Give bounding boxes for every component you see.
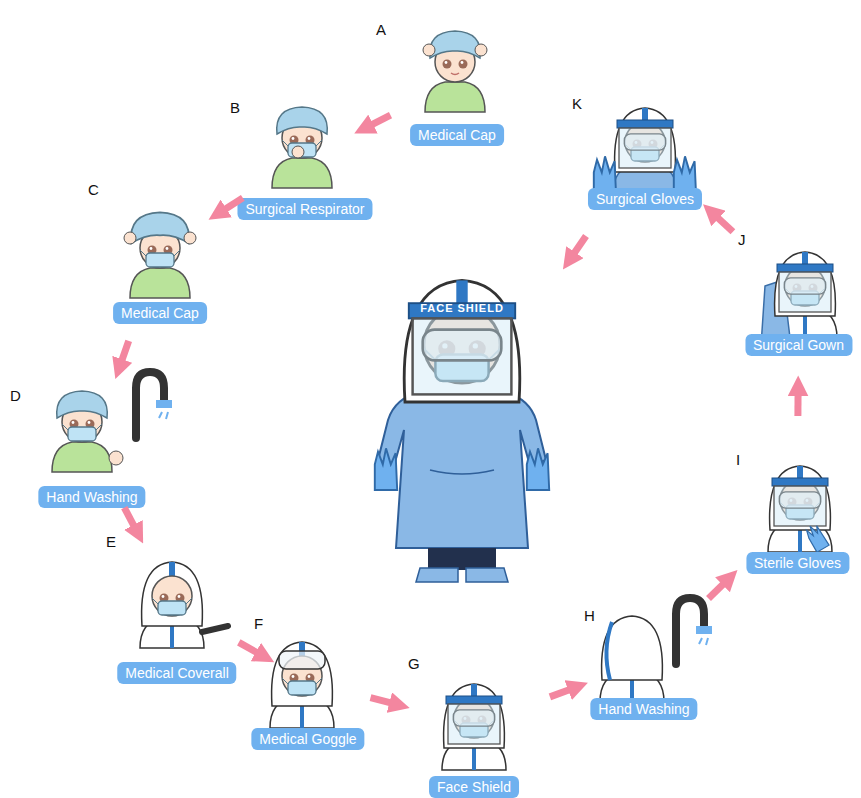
step-letter: A: [376, 22, 386, 38]
flow-arrow: [124, 508, 137, 533]
shoe-cover: [466, 568, 508, 582]
step-letter: C: [88, 182, 99, 198]
step-node: I Sterile Gloves: [734, 448, 861, 574]
flow-arrow: [712, 213, 733, 232]
step-a-illustration: [423, 31, 487, 112]
flow-arrow: [219, 198, 243, 213]
flow-arrow: [570, 236, 586, 259]
step-g-illustration: [442, 684, 506, 770]
step-label: Medical Cap: [410, 124, 504, 146]
shoe-cover: [416, 568, 458, 582]
flow-arrow: [550, 687, 576, 697]
step-letter: E: [106, 534, 116, 550]
step-b-illustration: [272, 107, 332, 188]
step-node: H Hand Washing: [582, 604, 706, 720]
flow-arrow: [239, 642, 263, 656]
faucet: [676, 598, 712, 664]
step-f-illustration: [270, 642, 334, 728]
shield-band-text: FACE SHIELD: [372, 302, 552, 315]
step-label: Medical Goggle: [251, 728, 364, 750]
step-label: Surgical Gloves: [588, 188, 702, 210]
step-label: Sterile Gloves: [746, 552, 849, 574]
step-node: F Medical Goggle: [252, 612, 364, 750]
step-label: Surgical Respirator: [237, 198, 372, 220]
flow-arrow: [371, 698, 398, 705]
step-letter: J: [738, 232, 746, 248]
step-node: B Surgical Respirator: [226, 96, 384, 220]
step-node: K Surgical Gloves: [568, 92, 722, 210]
step-e-illustration: [140, 562, 228, 648]
step-label: Hand Washing: [38, 486, 145, 508]
flow-arrow: [794, 388, 801, 416]
step-letter: B: [230, 100, 240, 116]
step-label: Medical Cap: [113, 302, 207, 324]
step-i-illustration: [768, 466, 832, 552]
glove: [527, 448, 549, 490]
glove: [375, 448, 397, 490]
step-letter: G: [408, 656, 420, 672]
step-letter: D: [10, 388, 21, 404]
faucet: [136, 372, 172, 438]
step-node: A Medical Cap: [372, 18, 542, 146]
step-k-illustration: [594, 108, 696, 198]
trousers: [428, 548, 496, 570]
step-d-illustration: [52, 391, 123, 472]
step-c-illustration: [124, 212, 196, 298]
step-letter: K: [572, 96, 582, 112]
step-node: E Medical Coverall: [104, 532, 250, 684]
flow-arrow: [709, 579, 729, 599]
step-label: Hand Washing: [590, 698, 697, 720]
gown-body: [378, 392, 546, 548]
step-label: Surgical Gown: [745, 334, 852, 356]
step-letter: F: [254, 616, 263, 632]
step-node: G Face Shield: [404, 652, 544, 798]
step-node: J Surgical Gown: [736, 228, 861, 356]
step-label: Medical Coverall: [117, 662, 236, 684]
flow-arrow: [366, 115, 391, 128]
gown-fold: [430, 470, 494, 474]
step-node: C Medical Cap: [84, 178, 236, 324]
flow-arrow: [120, 341, 129, 367]
step-node: D Hand Washing: [6, 384, 178, 508]
step-h-illustration: [600, 616, 664, 702]
step-letter: H: [584, 608, 595, 624]
step-letter: I: [736, 452, 740, 468]
center-figure: [375, 280, 549, 582]
figure-node: FACE SHIELD: [372, 265, 552, 565]
step-j-illustration: [761, 252, 837, 346]
step-label: Face Shield: [429, 776, 519, 798]
